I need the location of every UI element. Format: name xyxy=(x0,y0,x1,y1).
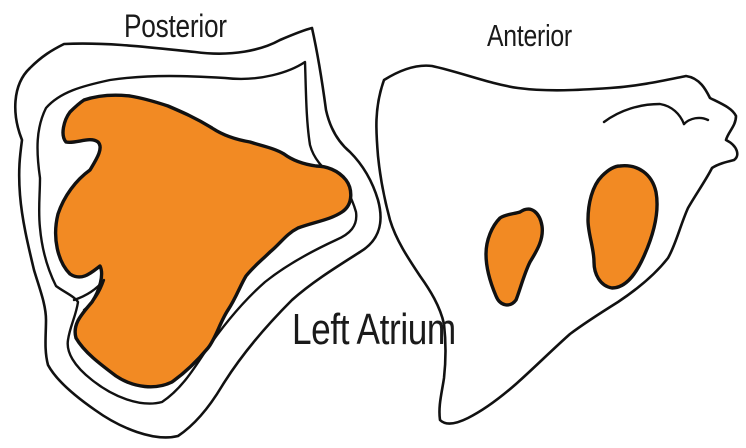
anterior-label: Anterior xyxy=(487,18,572,54)
left-atrium-label: Left Atrium xyxy=(292,305,456,355)
anterior-view xyxy=(376,66,737,424)
posterior-label: Posterior xyxy=(124,8,227,45)
posterior-view xyxy=(15,28,380,437)
